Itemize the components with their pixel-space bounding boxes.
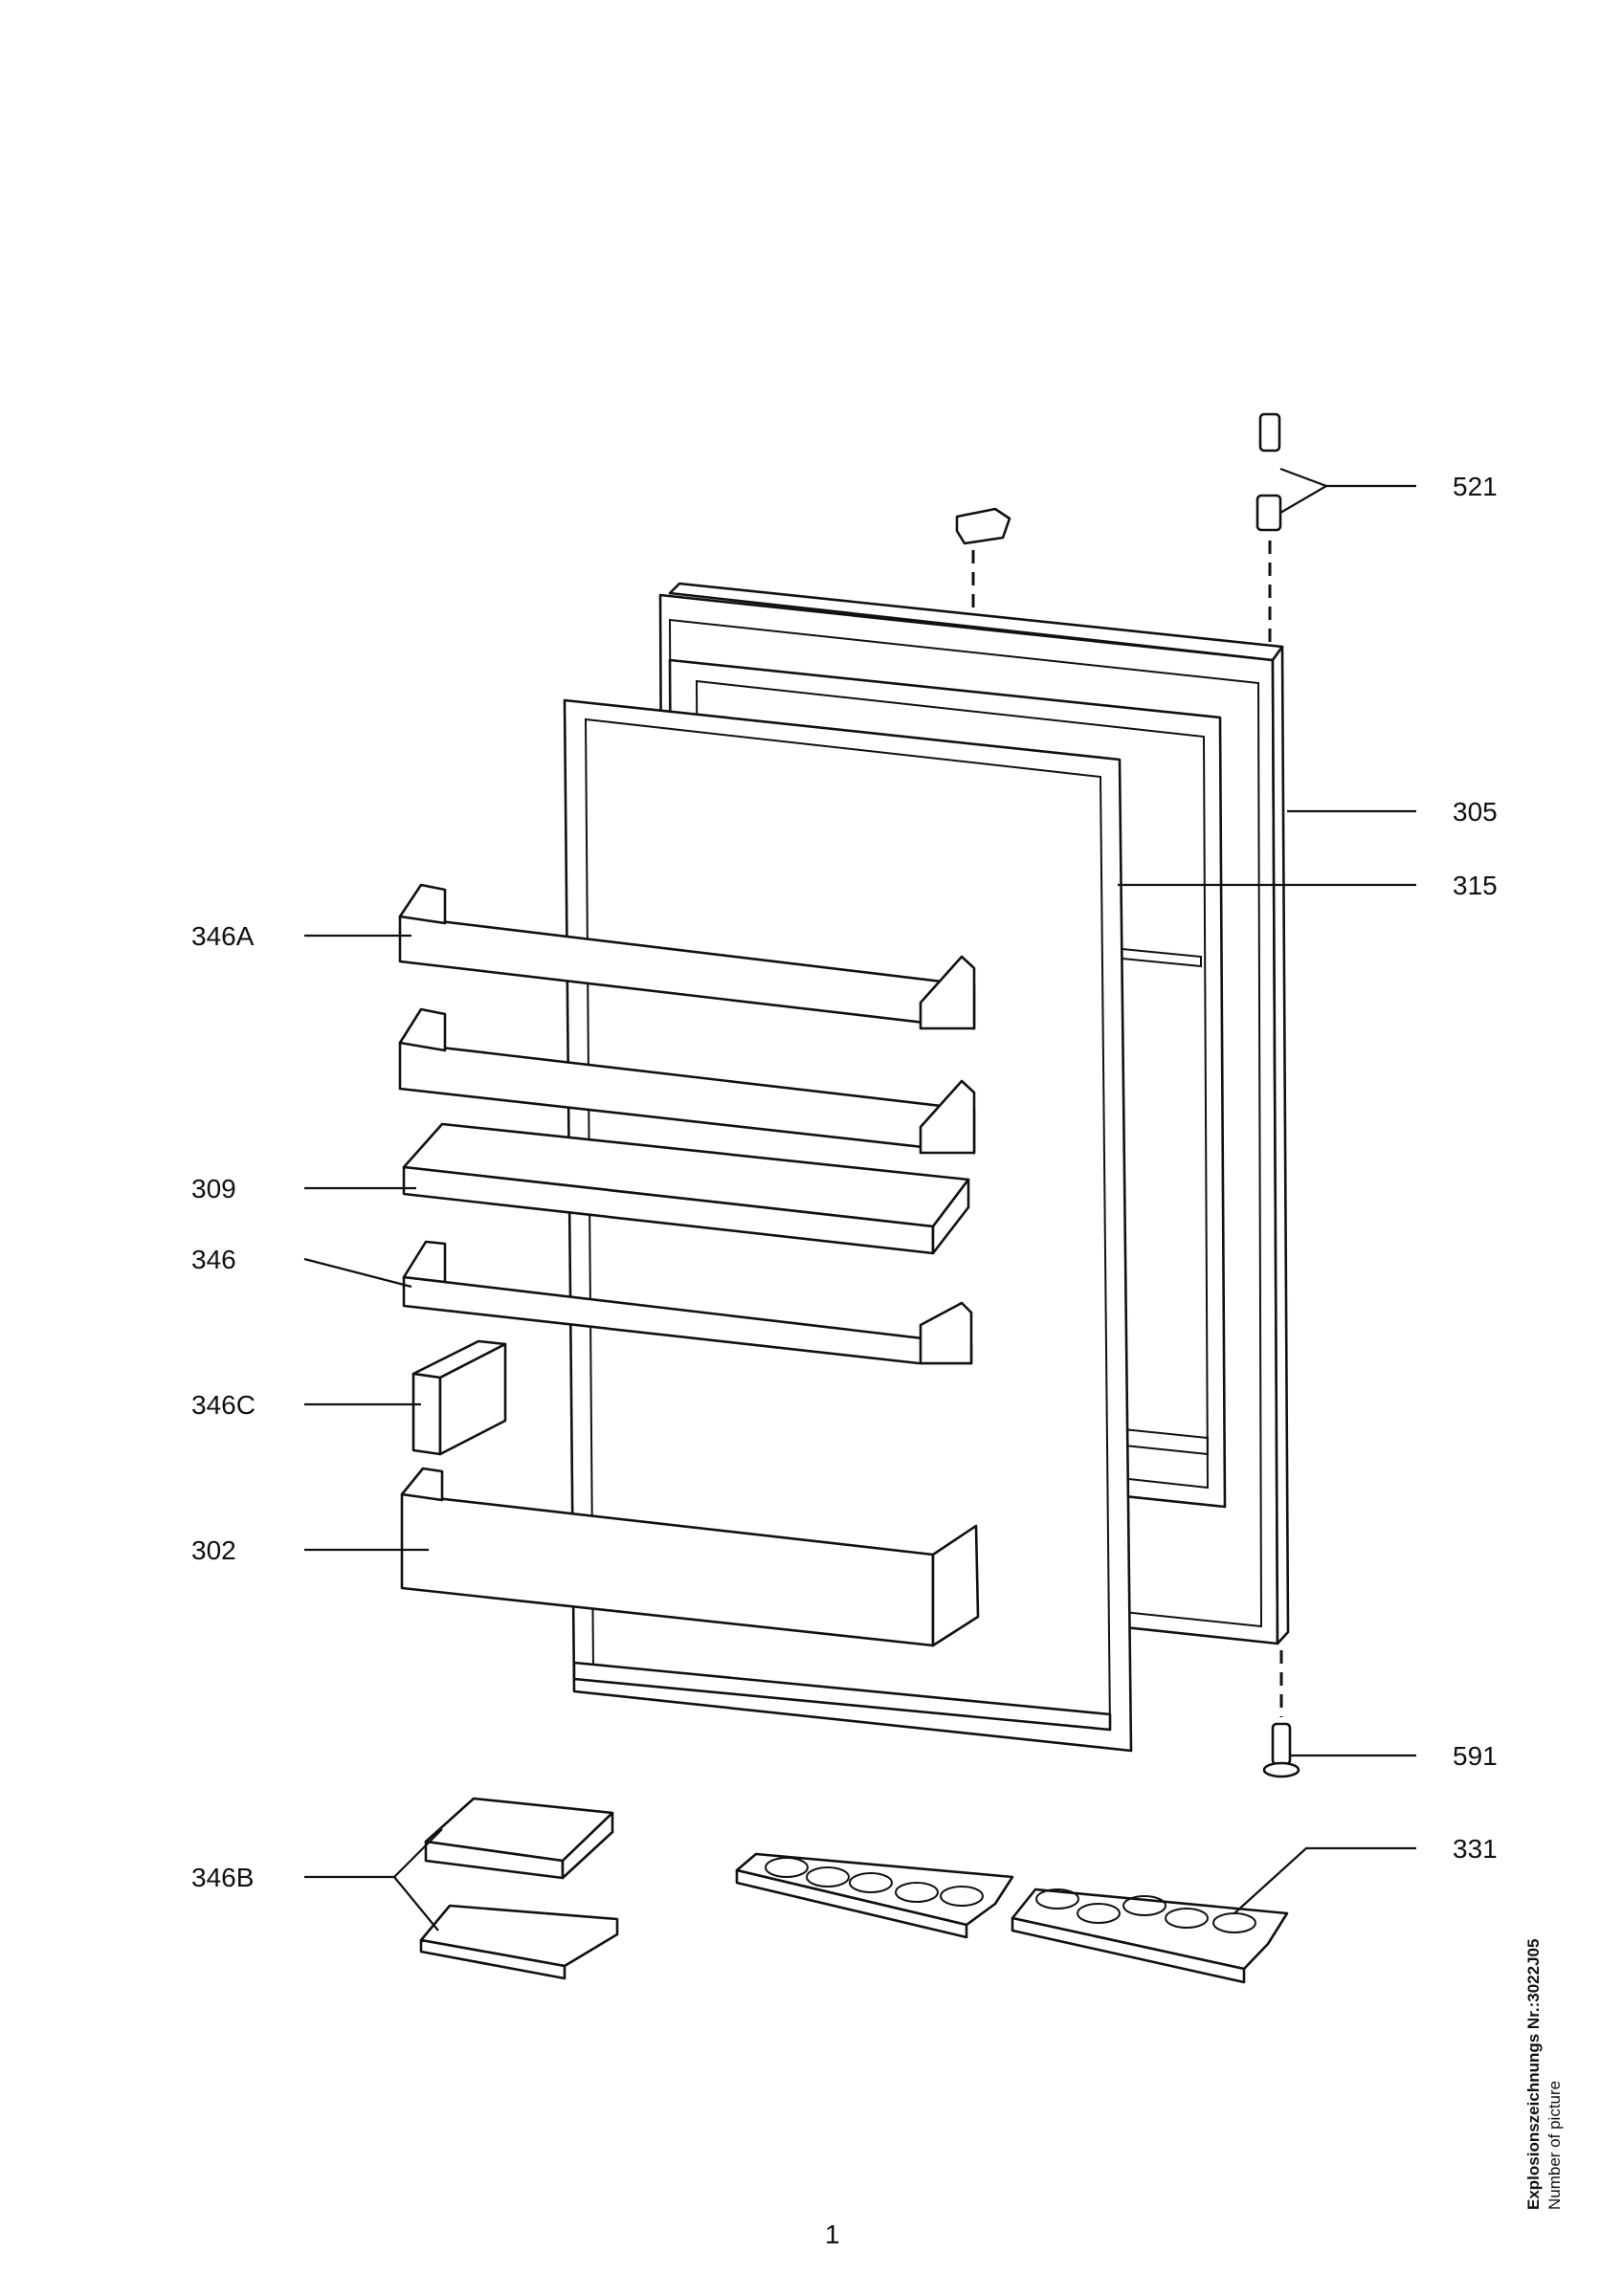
label-305: 305 bbox=[1453, 797, 1498, 827]
drawing-number-block: Explosionszeichnungs Nr.:3022J05 Number … bbox=[1524, 1939, 1564, 2210]
label-346A: 346A bbox=[191, 921, 255, 951]
butter-compartment-346B bbox=[419, 1797, 619, 1980]
door-shelf-309 bbox=[402, 1122, 970, 1255]
label-521: 521 bbox=[1453, 472, 1498, 501]
upper-hinge-pin-521 bbox=[1255, 412, 1282, 532]
label-309: 309 bbox=[191, 1174, 236, 1203]
lower-hinge-pin-591 bbox=[1262, 1722, 1300, 1778]
hinge-cap bbox=[955, 507, 1011, 545]
small-container-346C bbox=[411, 1339, 507, 1456]
label-346C: 346C bbox=[191, 1390, 256, 1420]
label-346: 346 bbox=[191, 1245, 236, 1274]
label-346B: 346B bbox=[191, 1863, 254, 1892]
door-shelf-346 bbox=[402, 1240, 973, 1365]
label-331: 331 bbox=[1453, 1834, 1498, 1864]
door-shelf-middle bbox=[398, 1007, 976, 1155]
label-302: 302 bbox=[191, 1535, 236, 1565]
door-shelf-346A bbox=[398, 883, 976, 1030]
drawing-number: Explosionszeichnungs Nr.:3022J05 bbox=[1524, 1939, 1543, 2210]
egg-tray-left bbox=[735, 1852, 1014, 1939]
door-bin-302 bbox=[400, 1467, 980, 1647]
label-591: 591 bbox=[1453, 1741, 1498, 1771]
picture-caption: Number of picture bbox=[1545, 2081, 1564, 2210]
page-number: 1 bbox=[825, 2219, 840, 2249]
label-315: 315 bbox=[1453, 871, 1498, 900]
leader-lines bbox=[303, 467, 1416, 1932]
egg-tray-right bbox=[1011, 1888, 1289, 1984]
